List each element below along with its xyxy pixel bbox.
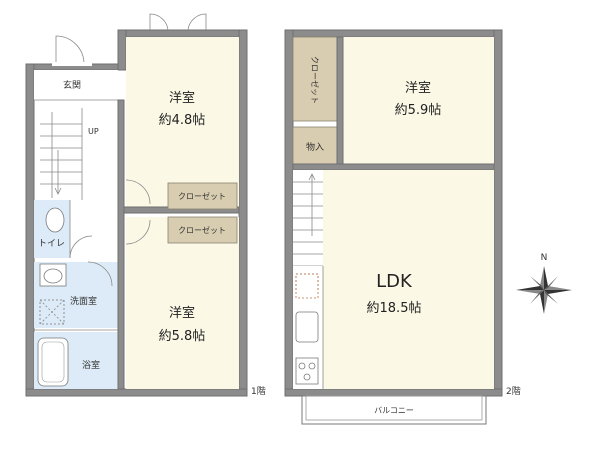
wall [284,29,503,38]
room-upper-name: 洋室 [169,90,195,106]
storage-label: 物入 [306,141,324,153]
room-upper [126,37,239,207]
floor2-plan: クローゼット 物入 洋室 約5.9帖 DN [284,29,521,425]
wall [292,163,495,171]
toilet-bowl [45,207,65,233]
closet-2f-label: クローゼット [310,56,320,104]
washroom-label: 洗面室 [70,295,97,307]
ldk-name: LDK [376,271,413,292]
wall [284,29,294,397]
closet-lower [167,216,238,244]
room-lower-name: 洋室 [169,305,195,321]
bathroom-label: 浴室 [82,359,100,371]
floor1-label: 1階 [251,386,266,397]
stair-steps [40,112,82,198]
wall [25,63,35,397]
room-upper-door[interactable] [125,179,151,205]
room-lower-door[interactable] [125,219,151,245]
wall [117,29,247,38]
closet-lower-label: クローゼット [178,225,226,235]
bathtub [37,337,69,387]
balcony-label: バルコニー [374,406,414,415]
room-lower [126,217,239,389]
ldk [323,170,494,389]
toilet-door[interactable] [69,235,93,259]
wall [238,29,248,397]
storage [292,126,338,165]
ldk-size: 約18.5帖 [367,301,422,316]
wall [284,388,503,397]
floor2-label: 2階 [506,386,521,397]
wall [493,29,503,397]
room-2f [341,37,494,165]
stairs-up-label: UP [88,127,99,136]
wall [336,36,344,166]
entrance-door[interactable] [55,35,85,65]
window-door-right[interactable] [187,13,207,31]
entrance-label: 玄関 [63,79,81,91]
room-lower-size: 約5.8帖 [159,329,206,344]
compass-rose-icon: N [516,253,572,314]
window-door-left[interactable] [149,13,169,31]
balcony [301,395,487,425]
room-2f-name: 洋室 [405,80,431,96]
room-2f-size: 約5.9帖 [395,103,442,118]
wall [25,388,248,397]
washing-machine [39,299,65,325]
room-upper-size: 約4.8帖 [159,113,206,128]
closet-upper [167,182,238,210]
wall [117,99,125,390]
compass-north-label: N [541,253,548,263]
staircase [40,112,82,198]
closet-upper-label: クローゼット [178,191,226,201]
floor1-plan: クローゼット クローゼット 玄関 UP トイレ 洗面室 浴室 洋室 約4.8帖 … [25,13,266,397]
toilet-label: トイレ [38,239,65,249]
wall [117,29,127,71]
washroom-door[interactable] [87,261,113,287]
entrance-area [34,70,118,100]
